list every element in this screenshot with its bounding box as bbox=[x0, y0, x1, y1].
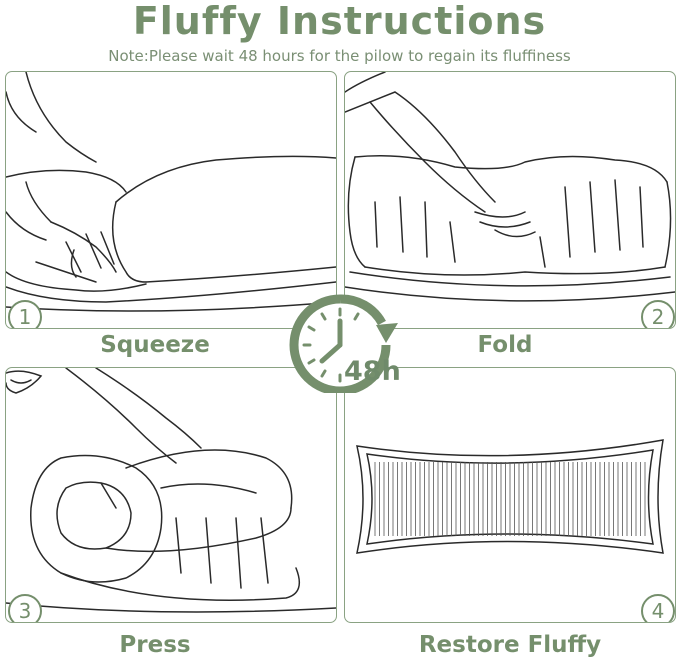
step-panel-fold: 2 bbox=[344, 71, 676, 329]
step-number-4: 4 bbox=[641, 594, 675, 622]
step-label-fold: Fold bbox=[477, 332, 533, 358]
note-text: Note:Please wait 48 hours for the pilow … bbox=[108, 47, 571, 65]
squeeze-illustration bbox=[6, 72, 336, 312]
page-title: Fluffy Instructions bbox=[132, 0, 547, 43]
clock-icon bbox=[289, 294, 398, 393]
step-label-press: Press bbox=[119, 632, 191, 658]
restored-pillow-illustration bbox=[356, 439, 664, 554]
step-panel-squeeze: 1 bbox=[5, 71, 337, 329]
step-number-1: 1 bbox=[8, 300, 42, 328]
step-panel-restore-fluffy: 4 bbox=[344, 367, 676, 623]
step-panel-press: 3 bbox=[5, 367, 337, 623]
step-label-restore-fluffy: Restore Fluffy bbox=[418, 632, 602, 658]
step-label-squeeze: Squeeze bbox=[100, 332, 210, 358]
timer-label: 48h bbox=[344, 356, 401, 387]
step-number-3: 3 bbox=[8, 594, 42, 622]
press-illustration bbox=[6, 368, 336, 613]
fold-illustration bbox=[345, 72, 675, 302]
step-number-2: 2 bbox=[641, 300, 675, 328]
